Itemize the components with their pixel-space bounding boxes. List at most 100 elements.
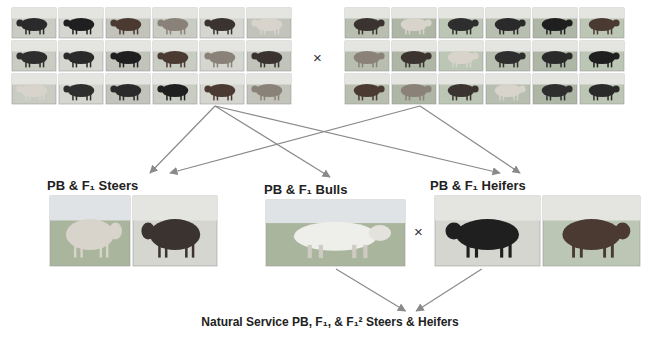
photo-sky bbox=[345, 8, 389, 19]
cattle-leg bbox=[213, 94, 215, 100]
cattle-leg bbox=[72, 61, 74, 67]
parent-arrow bbox=[215, 106, 330, 177]
cattle-leg bbox=[419, 61, 421, 67]
cattle-leg bbox=[611, 61, 613, 67]
cattle-head bbox=[378, 85, 385, 92]
cattle-leg bbox=[546, 94, 548, 100]
cattle-head bbox=[472, 85, 479, 92]
photo-ground bbox=[106, 74, 150, 104]
cattle-leg bbox=[470, 28, 472, 34]
cattle-photo bbox=[392, 41, 436, 71]
cattle-leg bbox=[452, 94, 454, 100]
cattle-photo bbox=[392, 74, 436, 104]
animal-group: PB & F₁ Heifers bbox=[428, 176, 643, 268]
cattle-leg bbox=[25, 61, 27, 67]
cattle-photo bbox=[247, 41, 291, 71]
cattle-leg bbox=[503, 61, 505, 67]
cattle-leg bbox=[227, 94, 229, 100]
photo-sky bbox=[580, 74, 624, 85]
cattle-leg bbox=[517, 28, 519, 34]
cattle-leg bbox=[352, 245, 356, 258]
cattle-leg bbox=[213, 61, 215, 67]
photo-ground bbox=[247, 74, 291, 104]
cattle-head bbox=[251, 85, 258, 92]
cattle-leg bbox=[72, 94, 74, 100]
cattle-photo bbox=[533, 74, 577, 104]
cattle-head bbox=[157, 19, 164, 26]
cattle-leg bbox=[264, 61, 266, 67]
cattle-leg bbox=[409, 94, 411, 100]
cattle-leg bbox=[39, 28, 41, 34]
cattle-leg bbox=[25, 94, 27, 100]
cattle-head bbox=[251, 19, 258, 26]
cattle-leg bbox=[423, 94, 425, 100]
cattle-photo bbox=[486, 41, 530, 71]
cattle-leg bbox=[231, 28, 233, 34]
photo-ground bbox=[439, 74, 483, 104]
cattle-photo bbox=[580, 74, 624, 104]
photo-sky bbox=[50, 196, 130, 221]
cattle-photo bbox=[106, 74, 150, 104]
photo-ground bbox=[392, 41, 436, 71]
cattle-photo bbox=[200, 74, 244, 104]
cattle-leg bbox=[362, 61, 364, 67]
cattle-leg bbox=[580, 244, 583, 258]
photo-sky bbox=[200, 41, 244, 52]
cattle-photo bbox=[12, 74, 56, 104]
photo-sky bbox=[392, 74, 436, 85]
photo-sky bbox=[580, 8, 624, 19]
photo-ground bbox=[533, 41, 577, 71]
cattle-photo bbox=[12, 8, 56, 38]
cattle-photo bbox=[580, 41, 624, 71]
photo-sky bbox=[153, 74, 197, 85]
cattle-leg bbox=[119, 61, 121, 67]
cattle-leg bbox=[607, 94, 609, 100]
cattle-photo bbox=[153, 8, 197, 38]
cattle-photo bbox=[345, 8, 389, 38]
cattle-photo bbox=[200, 8, 244, 38]
photo-ground bbox=[59, 8, 103, 38]
cattle-leg bbox=[358, 94, 360, 100]
cattle-head bbox=[613, 85, 620, 92]
photo-ground bbox=[486, 41, 530, 71]
cattle-leg bbox=[372, 94, 374, 100]
cattle-head bbox=[425, 85, 432, 92]
cattle-leg bbox=[452, 61, 454, 67]
cattle-leg bbox=[29, 61, 31, 67]
cattle-head bbox=[157, 85, 164, 92]
cross-sign: × bbox=[312, 50, 323, 66]
photo-sky bbox=[543, 196, 640, 221]
photo-ground bbox=[133, 196, 217, 266]
cattle-leg bbox=[456, 28, 458, 34]
cattle-leg bbox=[564, 28, 566, 34]
cattle-head bbox=[519, 19, 526, 26]
cattle-leg bbox=[106, 244, 108, 258]
cattle-photo bbox=[50, 196, 130, 266]
photo-sky bbox=[486, 74, 530, 85]
cattle-leg bbox=[100, 244, 102, 258]
cattle-leg bbox=[166, 28, 168, 34]
cattle-leg bbox=[119, 94, 121, 100]
cattle-leg bbox=[564, 94, 566, 100]
cross-sign: × bbox=[413, 224, 424, 240]
cattle-leg bbox=[43, 94, 45, 100]
cattle-leg bbox=[467, 244, 470, 258]
cattle-head bbox=[16, 19, 23, 26]
photo-ground bbox=[200, 74, 244, 104]
cattle-leg bbox=[90, 61, 92, 67]
cattle-leg bbox=[500, 244, 503, 258]
photo-sky bbox=[439, 74, 483, 85]
cattle-leg bbox=[90, 28, 92, 34]
cattle-leg bbox=[550, 61, 552, 67]
photo-sky bbox=[106, 41, 150, 52]
cattle-leg bbox=[72, 28, 74, 34]
cattle-leg bbox=[572, 244, 575, 258]
photo-sky bbox=[439, 41, 483, 52]
cattle-leg bbox=[597, 94, 599, 100]
photo-ground bbox=[59, 74, 103, 104]
cattle-head bbox=[615, 223, 631, 240]
cattle-leg bbox=[90, 94, 92, 100]
photo-sky bbox=[486, 8, 530, 19]
cattle-leg bbox=[376, 94, 378, 100]
photo-ground bbox=[486, 8, 530, 38]
